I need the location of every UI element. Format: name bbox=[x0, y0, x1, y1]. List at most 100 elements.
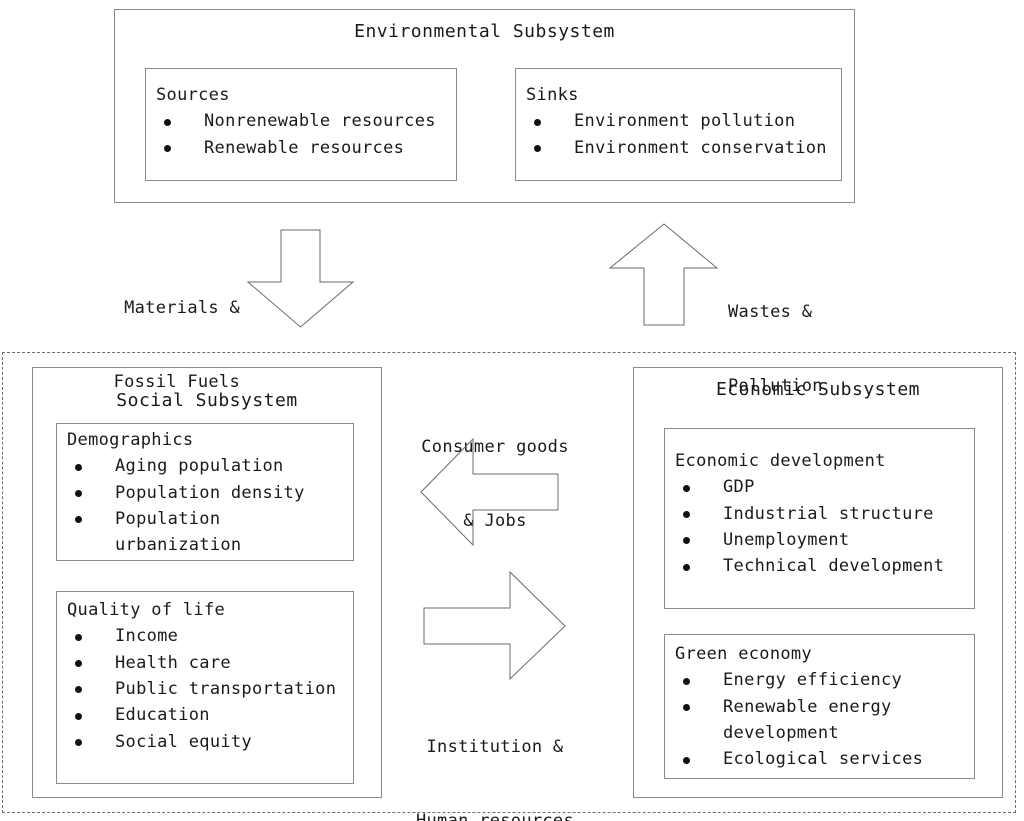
list-item: Renewable resources bbox=[156, 135, 450, 161]
human-subsystem-dashed-region bbox=[2, 352, 1016, 813]
consumer-goods-label-line2: & Jobs bbox=[463, 511, 527, 532]
bullet-icon bbox=[75, 463, 82, 471]
list-item: Population density bbox=[67, 480, 347, 506]
sources-list: Nonrenewable resources Renewable resourc… bbox=[156, 108, 450, 161]
wastes-label-line2: Pollution bbox=[728, 376, 823, 397]
list-item-label: Technical development bbox=[723, 556, 945, 577]
list-item: Environment pollution bbox=[526, 108, 835, 134]
wastes-pollution-label: Wastes & Pollution bbox=[728, 251, 908, 448]
demographics-box: Demographics Aging population Population… bbox=[56, 423, 354, 561]
list-item: Energy efficiency bbox=[675, 667, 968, 693]
list-item: Renewable energy development bbox=[675, 694, 968, 747]
green-economy-box: Green economy Energy efficiency Renewabl… bbox=[664, 634, 975, 779]
economic-development-heading: Economic development bbox=[675, 451, 886, 471]
institution-label-line1: Institution & bbox=[426, 737, 564, 758]
sources-content: Sources Nonrenewable resources Renewable… bbox=[156, 85, 450, 161]
list-item: GDP bbox=[675, 474, 968, 500]
institution-label-line2: Human resources bbox=[400, 809, 590, 821]
bullet-icon bbox=[75, 660, 82, 668]
quality-of-life-list: Income Health care Public transportation… bbox=[67, 623, 347, 755]
bullet-icon bbox=[75, 686, 82, 694]
list-item-label: Industrial structure bbox=[723, 503, 934, 524]
sinks-content: Sinks Environment pollution Environment … bbox=[526, 85, 835, 161]
demographics-content: Demographics Aging population Population… bbox=[67, 430, 347, 559]
list-item: Ecological services bbox=[675, 746, 968, 772]
list-item-label: Environment conservation bbox=[574, 137, 827, 158]
list-item-label: GDP bbox=[723, 477, 755, 498]
economic-subsystem-title: Economic Subsystem bbox=[715, 379, 921, 400]
bullet-icon bbox=[683, 537, 690, 545]
environmental-subsystem-box: Environmental Subsystem Sources Nonrenew… bbox=[114, 9, 855, 203]
quality-of-life-heading: Quality of life bbox=[67, 600, 226, 620]
materials-fossil-fuels-arrow bbox=[246, 229, 355, 328]
list-item-label: Renewable energy development bbox=[723, 696, 892, 743]
list-item: Population urbanization bbox=[67, 506, 347, 559]
quality-of-life-content: Quality of life Income Health care Publi… bbox=[67, 600, 347, 755]
list-item: Income bbox=[67, 623, 347, 649]
consumer-goods-jobs-arrow bbox=[420, 437, 559, 547]
list-item-label: Unemployment bbox=[723, 529, 850, 550]
bullet-icon bbox=[534, 118, 541, 126]
wastes-label-line1: Wastes & bbox=[728, 302, 813, 323]
list-item-label: Nonrenewable resources bbox=[204, 111, 436, 132]
demographics-heading: Demographics bbox=[67, 430, 194, 450]
list-item: Public transportation bbox=[67, 676, 347, 702]
bullet-icon bbox=[75, 490, 82, 498]
wastes-pollution-arrow bbox=[608, 223, 719, 326]
list-item: Environment conservation bbox=[526, 135, 835, 161]
bullet-icon bbox=[683, 677, 690, 685]
sources-box: Sources Nonrenewable resources Renewable… bbox=[145, 68, 457, 181]
sources-heading: Sources bbox=[156, 85, 230, 105]
quality-of-life-box: Quality of life Income Health care Publi… bbox=[56, 591, 354, 784]
green-economy-heading: Green economy bbox=[675, 644, 812, 664]
list-item: Nonrenewable resources bbox=[156, 108, 450, 134]
list-item-label: Education bbox=[115, 705, 210, 726]
social-subsystem-title: Social Subsystem bbox=[116, 390, 298, 411]
list-item-label: Income bbox=[115, 626, 179, 647]
list-item-label: Aging population bbox=[115, 456, 284, 477]
list-item: Unemployment bbox=[675, 527, 968, 553]
list-item-label: Energy efficiency bbox=[723, 670, 903, 691]
green-economy-content: Green economy Energy efficiency Renewabl… bbox=[675, 644, 968, 773]
list-item: Health care bbox=[67, 650, 347, 676]
social-subsystem-box: Social Subsystem Demographics Aging popu… bbox=[32, 367, 382, 798]
economic-subsystem-box: Economic Subsystem Economic development … bbox=[633, 367, 1003, 798]
sinks-box: Sinks Environment pollution Environment … bbox=[515, 68, 842, 181]
list-item-label: Social equity bbox=[115, 731, 252, 752]
bullet-icon bbox=[683, 511, 690, 519]
list-item-label: Renewable resources bbox=[204, 137, 405, 158]
bullet-icon bbox=[683, 563, 690, 571]
list-item: Industrial structure bbox=[675, 501, 968, 527]
bullet-icon bbox=[164, 118, 171, 126]
bullet-icon bbox=[75, 712, 82, 720]
institution-human-resources-label: Institution & Human resources bbox=[400, 686, 590, 821]
list-item-label: Population density bbox=[115, 482, 305, 503]
list-item-label: Population urbanization bbox=[115, 508, 242, 556]
list-item-label: Ecological services bbox=[723, 749, 924, 770]
materials-label-line1: Materials & bbox=[124, 298, 240, 319]
bullet-icon bbox=[534, 145, 541, 153]
list-item-label: Environment pollution bbox=[574, 111, 796, 132]
demographics-list: Aging population Population density Popu… bbox=[67, 453, 347, 558]
list-item: Technical development bbox=[675, 553, 968, 579]
list-item: Social equity bbox=[67, 729, 347, 755]
green-economy-list: Energy efficiency Renewable energy devel… bbox=[675, 667, 968, 772]
bullet-icon bbox=[75, 739, 82, 747]
bullet-icon bbox=[75, 633, 82, 641]
bullet-icon bbox=[683, 704, 690, 712]
consumer-goods-jobs-label: Consumer goods & Jobs bbox=[400, 386, 590, 583]
materials-label-line2: Fossil Fuels bbox=[113, 372, 240, 393]
list-item: Education bbox=[67, 702, 347, 728]
list-item-label: Public transportation bbox=[115, 678, 337, 699]
bullet-icon bbox=[683, 484, 690, 492]
bullet-icon bbox=[164, 145, 171, 153]
list-item: Aging population bbox=[67, 453, 347, 479]
economic-development-content: Economic development GDP Industrial stru… bbox=[675, 451, 968, 580]
bullet-icon bbox=[75, 516, 82, 524]
institution-human-resources-arrow bbox=[423, 570, 566, 681]
economic-development-box: Economic development GDP Industrial stru… bbox=[664, 428, 975, 609]
economic-development-list: GDP Industrial structure Unemployment Te… bbox=[675, 474, 968, 579]
bullet-icon bbox=[683, 756, 690, 764]
environmental-subsystem-title: Environmental Subsystem bbox=[354, 21, 615, 42]
